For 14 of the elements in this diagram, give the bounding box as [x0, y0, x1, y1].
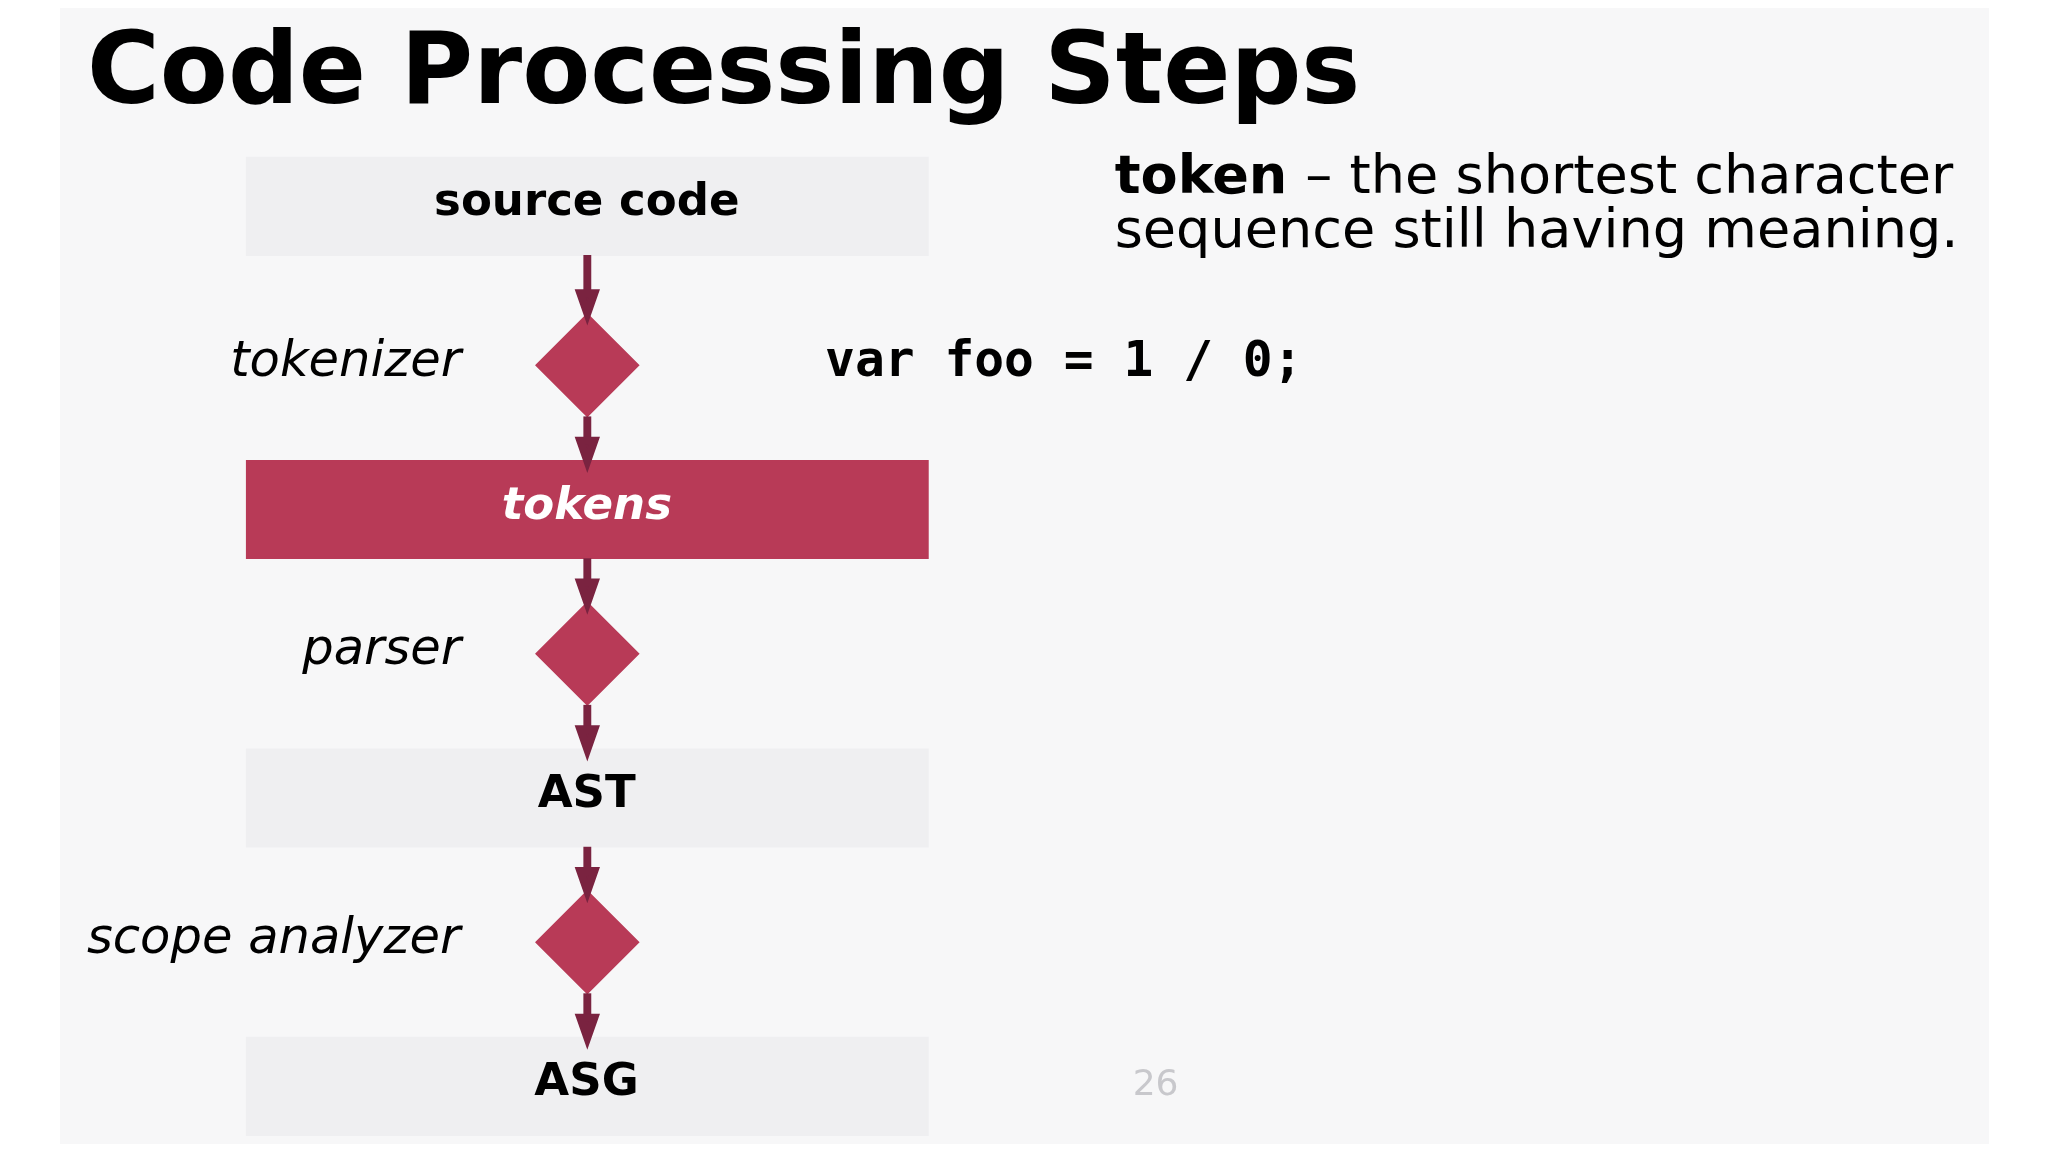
arrow [574, 993, 600, 1050]
arrow [574, 846, 600, 904]
node-box: ASG [245, 1036, 929, 1136]
arrow [574, 558, 600, 615]
node-box: AST [245, 748, 929, 848]
label: var foo = 1 / 0; [824, 329, 1302, 388]
node-box: source code [245, 156, 929, 256]
arrow [574, 704, 600, 762]
node-box: tokens [245, 459, 929, 560]
arrow [574, 416, 600, 473]
node-diamond [534, 313, 640, 418]
diagram-title: Code Processing Steps [86, 11, 1360, 127]
label: token – the shortest character sequence still having meaning. [1114, 143, 1958, 261]
arrow [574, 255, 600, 326]
